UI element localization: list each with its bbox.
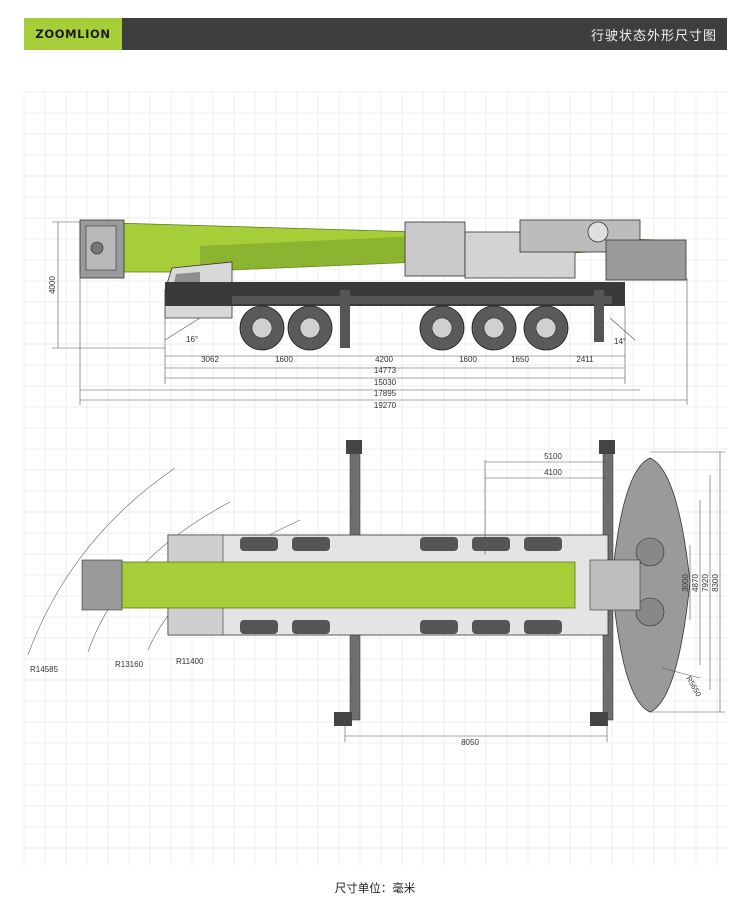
angle-front-label: 16° [186,335,198,344]
wheel-hub [483,317,505,339]
outrigger-dim-0: 5100 [544,452,562,461]
radius-label-1: R13160 [115,660,144,669]
top-dimension-lines [344,451,725,742]
header-bar: ZOOMLION 行驶状态外形尺寸图 [24,18,727,50]
tyre [240,537,278,551]
width-dim-1: 4870 [691,574,700,592]
tail-radius-label: R5650 [684,675,703,699]
background-grid [23,91,727,866]
overall-dim-1: 15030 [374,378,397,387]
wheels [239,305,569,351]
top-tyres [240,537,562,634]
height-label: 4000 [48,276,57,294]
width-dim-2: 7920 [701,574,710,592]
wheel-hub [251,317,273,339]
crane-side-view [79,219,687,351]
angle-rear-label: 14° [614,337,626,346]
page-title: 行驶状态外形尺寸图 [122,18,727,50]
axle-dim-4: 1650 [511,355,529,364]
crane-top-view [27,440,691,726]
tyre [292,620,330,634]
axle-dim-2: 4200 [375,355,393,364]
side-dimension-lines [52,221,688,405]
wheel-hub [299,317,321,339]
tyre [524,620,562,634]
brand-logo: ZOOMLION [24,18,122,50]
tyre [240,620,278,634]
tyre [420,620,458,634]
radius-label-2: R11400 [176,657,204,666]
axle-dim-0: 3062 [201,355,219,364]
outrigger-dim-1: 4100 [544,468,562,477]
width-dim-0: 3000 [681,574,690,592]
overall-dim-3: 19270 [374,401,397,410]
outrigger-spread-label: 8050 [461,738,479,747]
tyre [472,537,510,551]
tyre [524,537,562,551]
axle-dim-5: 2411 [576,355,594,364]
overall-dim-0: 14773 [374,366,397,375]
unit-note: 尺寸单位：毫米 [334,881,416,895]
axle-dim-1: 1600 [275,355,293,364]
tyre [472,620,510,634]
overall-dim-2: 17895 [374,389,397,398]
radius-label-0: R14585 [30,665,59,674]
tyre [420,537,458,551]
tyre [292,537,330,551]
axle-dim-3: 1600 [459,355,477,364]
width-dim-3: 8300 [711,574,720,592]
wheel-hub [535,317,557,339]
wheel-hub [431,317,453,339]
